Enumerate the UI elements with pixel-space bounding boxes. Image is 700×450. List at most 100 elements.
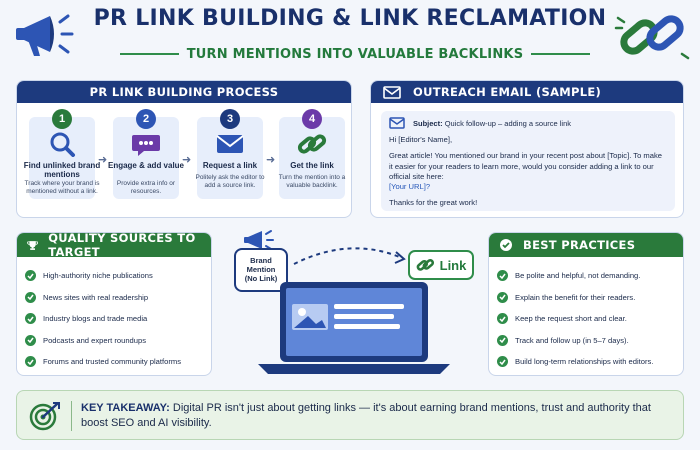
practices-heading-bar: BEST PRACTICES (489, 233, 683, 257)
chat-icon (132, 135, 160, 156)
search-icon (50, 132, 75, 157)
link-label: Link (439, 257, 467, 273)
step-title-4: Get the link (290, 161, 334, 170)
practice-item-label: Track and follow up (in 5–7 days). (515, 335, 629, 345)
email-greeting: Hi [Editor's Name], (389, 135, 453, 144)
takeaway-divider (71, 401, 72, 431)
laptop-icon (258, 282, 450, 374)
check-icon (497, 313, 508, 325)
list-item: Industry blogs and trade media (25, 308, 203, 330)
source-item-label: Industry blogs and trade media (43, 314, 148, 324)
email-body-text: Great article! You mentioned our brand i… (389, 151, 662, 181)
source-item-label: Podcasts and expert roundups (43, 335, 147, 345)
list-item: Podcasts and expert roundups (25, 330, 203, 352)
takeaway-label: KEY TAKEAWAY: (81, 402, 170, 414)
list-item: Track and follow up (in 5–7 days). (497, 330, 675, 352)
step-card-3 (197, 117, 263, 199)
step-title-1: Find unlinked brand mentions (23, 161, 101, 180)
step-number-1: 1 (52, 109, 72, 129)
email-heading-bar: OUTREACH EMAIL (SAMPLE) (371, 81, 683, 103)
email-closing: Thanks for the great work! (389, 198, 478, 208)
step-number-2: 2 (136, 109, 156, 129)
brand-mention-bubble: Brand Mention (No Link) (234, 248, 288, 292)
check-icon (25, 356, 36, 368)
brand-mention-illustration: Brand Mention (No Link) Link (222, 228, 478, 378)
step-card-2 (113, 117, 179, 199)
check-circle-icon (500, 239, 512, 251)
email-text: Hi [Editor's Name], Great article! You m… (389, 135, 667, 209)
subtitle-divider-left (120, 53, 179, 55)
step-number-3: 3 (220, 109, 240, 129)
step-card-1 (29, 117, 95, 199)
page-subtitle: TURN MENTIONS INTO VALUABLE BACKLINKS (186, 46, 524, 62)
step-desc-2: Provide extra info or resources. (116, 180, 176, 195)
key-takeaway-banner: KEY TAKEAWAY: Digital PR isn't just abou… (16, 390, 684, 440)
mail-icon (389, 117, 405, 129)
list-item: Explain the benefit for their readers. (497, 287, 675, 309)
practice-item-label: Build long-term relationships with edito… (515, 357, 654, 367)
practices-heading: BEST PRACTICES (523, 238, 636, 252)
check-icon (497, 356, 508, 368)
check-icon (25, 270, 36, 282)
step-title-3: Request a link (202, 161, 258, 170)
step-number-4: 4 (302, 109, 322, 129)
page-title: PR LINK BUILDING & LINK RECLAMATION (93, 6, 607, 31)
practice-item-label: Keep the request short and clear. (515, 314, 627, 324)
link-badge: Link (408, 250, 474, 280)
step-desc-1: Track where your brand is mentioned with… (24, 180, 100, 195)
source-item-label: High-authority niche publications (43, 271, 153, 281)
check-icon (25, 313, 36, 325)
practice-item-label: Be polite and helpful, not demanding. (515, 271, 641, 281)
dashed-arrow-icon (293, 247, 406, 265)
list-item: Build long-term relationships with edito… (497, 351, 675, 373)
envelope-icon (383, 85, 401, 99)
list-item: Forums and trusted community platforms (25, 351, 203, 373)
check-icon (497, 334, 508, 346)
quality-sources-panel: QUALITY SOURCES TO TARGET High-authority… (16, 231, 212, 376)
target-icon (29, 402, 60, 431)
chain-link-icon (614, 15, 690, 60)
process-panel: PR LINK BUILDING PROCESS 1 Find unlinked… (16, 80, 352, 218)
list-item: High-authority niche publications (25, 265, 203, 287)
list-item: Keep the request short and clear. (497, 308, 675, 330)
megaphone-icon (16, 14, 74, 56)
sources-heading-bar: QUALITY SOURCES TO TARGET (17, 231, 211, 259)
practices-list: Be polite and helpful, not demanding. Ex… (489, 257, 683, 381)
subtitle-row: TURN MENTIONS INTO VALUABLE BACKLINKS (120, 44, 590, 64)
source-item-label: News sites with real readership (43, 292, 149, 302)
sources-heading: QUALITY SOURCES TO TARGET (48, 231, 196, 259)
email-sample-body: Subject: Quick follow-up – adding a sour… (381, 111, 675, 211)
arrow-icon: ➜ (182, 154, 192, 166)
envelope-icon (216, 135, 244, 153)
process-heading: PR LINK BUILDING PROCESS (17, 81, 351, 103)
email-subject-row: Subject: Quick follow-up – adding a sour… (389, 117, 667, 129)
email-url: [Your URL]? (389, 182, 431, 191)
takeaway-text: KEY TAKEAWAY: Digital PR isn't just abou… (81, 401, 671, 432)
arrow-icon: ➜ (98, 154, 108, 166)
bubble-text-line: (No Link) (244, 274, 278, 283)
practice-item-label: Explain the benefit for their readers. (515, 292, 636, 302)
outreach-email-panel: OUTREACH EMAIL (SAMPLE) Subject: Quick f… (370, 80, 684, 218)
sources-list: High-authority niche publications News s… (17, 257, 211, 381)
bubble-text-line: Mention (246, 265, 276, 274)
subject-label: Subject: (413, 118, 443, 128)
list-item: News sites with real readership (25, 287, 203, 309)
check-icon (497, 291, 508, 303)
takeaway-message: Digital PR isn't just about getting link… (81, 402, 651, 430)
check-icon (497, 270, 508, 282)
step-title-2: Engage & add value (107, 161, 185, 170)
trophy-icon (27, 240, 39, 250)
check-icon (25, 334, 36, 346)
arrow-icon: ➜ (266, 154, 276, 166)
step-card-4 (279, 117, 345, 199)
email-heading: OUTREACH EMAIL (SAMPLE) (413, 85, 602, 99)
step-desc-3: Politely ask the editor to add a source … (195, 174, 265, 189)
link-icon (297, 134, 327, 154)
subtitle-divider-right (531, 53, 590, 55)
link-icon (416, 258, 434, 271)
bubble-text-line: Brand (250, 256, 272, 265)
step-desc-4: Turn the mention into a valuable backlin… (278, 174, 346, 189)
list-item: Be polite and helpful, not demanding. (497, 265, 675, 287)
email-subject: Quick follow-up – adding a source link (444, 118, 572, 128)
source-item-label: Forums and trusted community platforms (43, 357, 182, 367)
